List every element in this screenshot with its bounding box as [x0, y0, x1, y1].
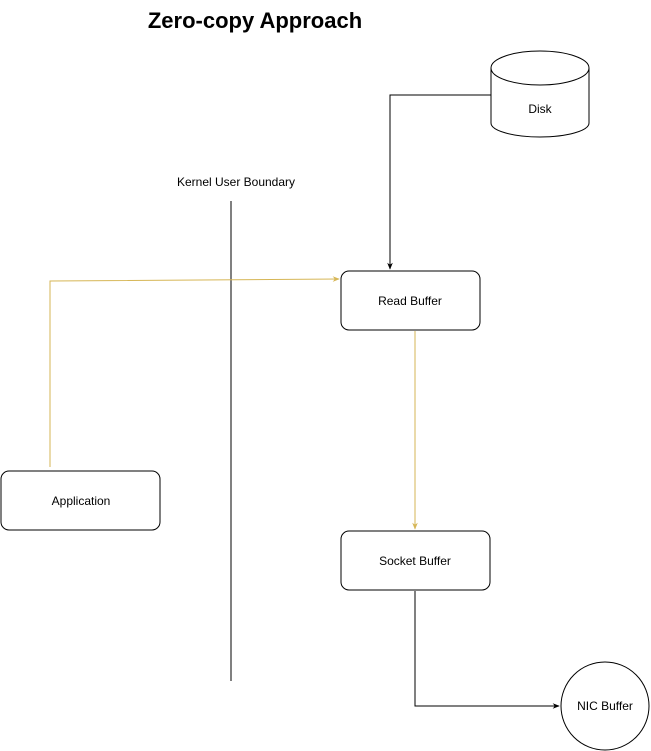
nic-buffer-node: NIC Buffer: [560, 661, 650, 751]
disk-to-read-buffer-arrow: [387, 94, 491, 270]
socket-buffer-to-nic-buffer-arrow: [414, 591, 560, 709]
disk-node: Disk: [490, 50, 590, 138]
application-to-read-buffer-arrow: [49, 276, 340, 467]
read-buffer-label: Read Buffer: [378, 294, 442, 308]
socket-buffer-label: Socket Buffer: [379, 554, 451, 568]
socket-buffer-node: Socket Buffer: [340, 530, 491, 591]
disk-label: Disk: [528, 102, 552, 116]
application-label: Application: [52, 494, 111, 508]
boundary-label: Kernel User Boundary: [177, 175, 295, 189]
diagram-title: Zero-copy Approach: [148, 8, 362, 33]
application-node: Application: [0, 470, 161, 531]
read-buffer-node: Read Buffer: [340, 270, 481, 331]
nic-buffer-label: NIC Buffer: [577, 699, 633, 713]
